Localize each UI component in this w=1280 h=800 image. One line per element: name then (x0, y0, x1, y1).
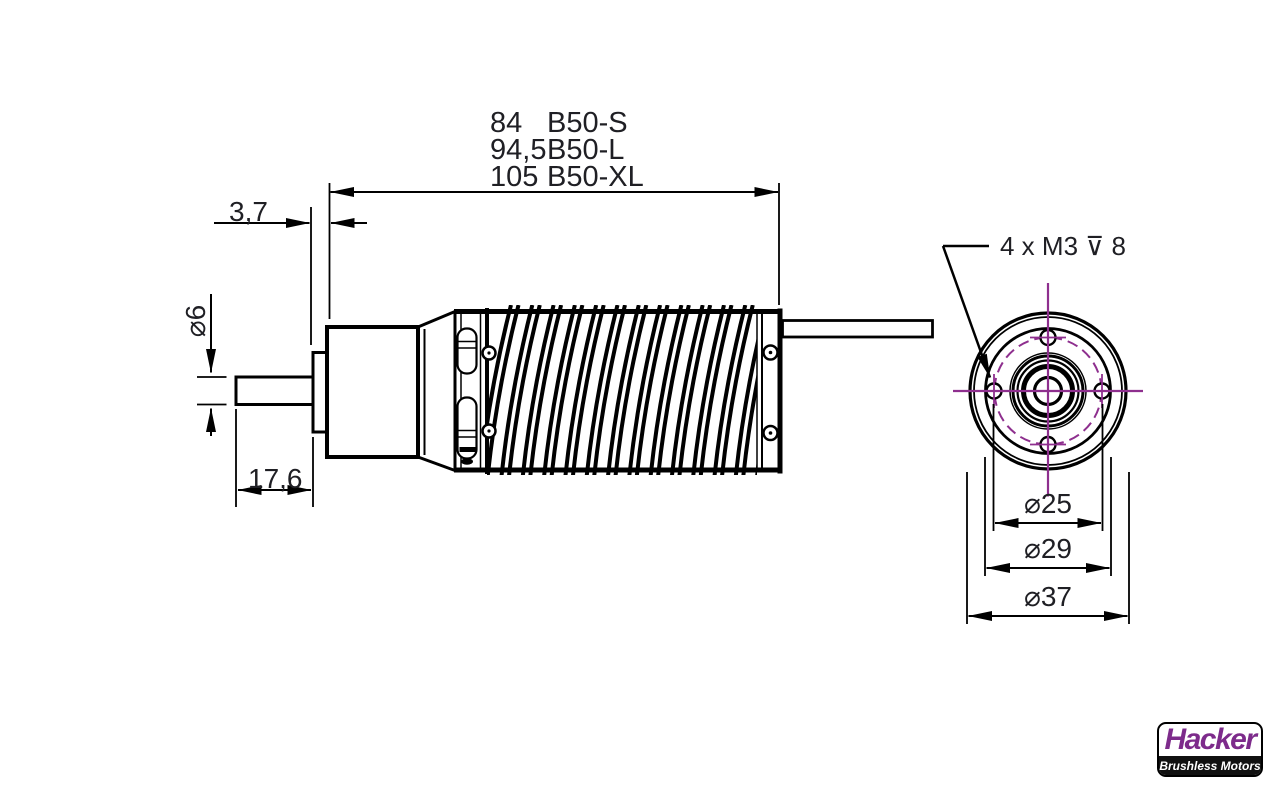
side-view-dimensions (197, 183, 780, 507)
centerlines (953, 283, 1143, 497)
length-row-b50l: 94,5 B50-L (490, 134, 644, 166)
flange-offset-label: 3,7 (229, 196, 268, 227)
housing-diameter-label: ⌀29 (1023, 533, 1073, 564)
mount-holes-leader (941, 244, 992, 378)
rear-shaft-rod (781, 319, 934, 339)
housing-cone (417, 310, 457, 472)
length-value: 84 (490, 107, 523, 139)
hacker-logo: Hacker Brushless Motors (1157, 722, 1263, 777)
motor-shaft (234, 375, 315, 406)
length-dimension-table: 84 B50-S 94,5 B50-L 105 B50-XL (490, 107, 644, 193)
brand-band: Brushless Motors (1159, 756, 1261, 775)
length-value: 94,5 (490, 134, 547, 166)
length-row-b50s: 84 B50-S (490, 107, 644, 139)
shaft-collar (311, 351, 328, 434)
model-name: B50-XL (547, 161, 644, 193)
rear-end-cap (756, 308, 783, 474)
vent-slot-top (456, 327, 478, 375)
side-view (234, 305, 934, 475)
end-view (953, 283, 1143, 497)
model-name: B50-L (547, 134, 625, 166)
shaft-diameter-label: ⌀6 (179, 304, 211, 338)
mount-holes-note: 4 x M3 ⊽ 8 (1000, 231, 1126, 261)
brand-name: Hacker (1164, 723, 1257, 756)
front-screws (481, 345, 497, 439)
end-view-dimensions (941, 244, 1130, 624)
length-row-b50xl: 105 B50-XL (490, 161, 644, 193)
front-housing (325, 325, 420, 459)
model-name: B50-S (547, 107, 628, 139)
coil-fins (487, 305, 757, 475)
vent-band (456, 308, 489, 474)
brand-tagline: Brushless Motors (1159, 758, 1261, 773)
length-value: 105 (490, 161, 539, 193)
outer-diameter-label: ⌀37 (1023, 581, 1073, 612)
bolt-circle-label: ⌀25 (1023, 488, 1073, 519)
shaft-length-label: 17,6 (248, 463, 303, 494)
